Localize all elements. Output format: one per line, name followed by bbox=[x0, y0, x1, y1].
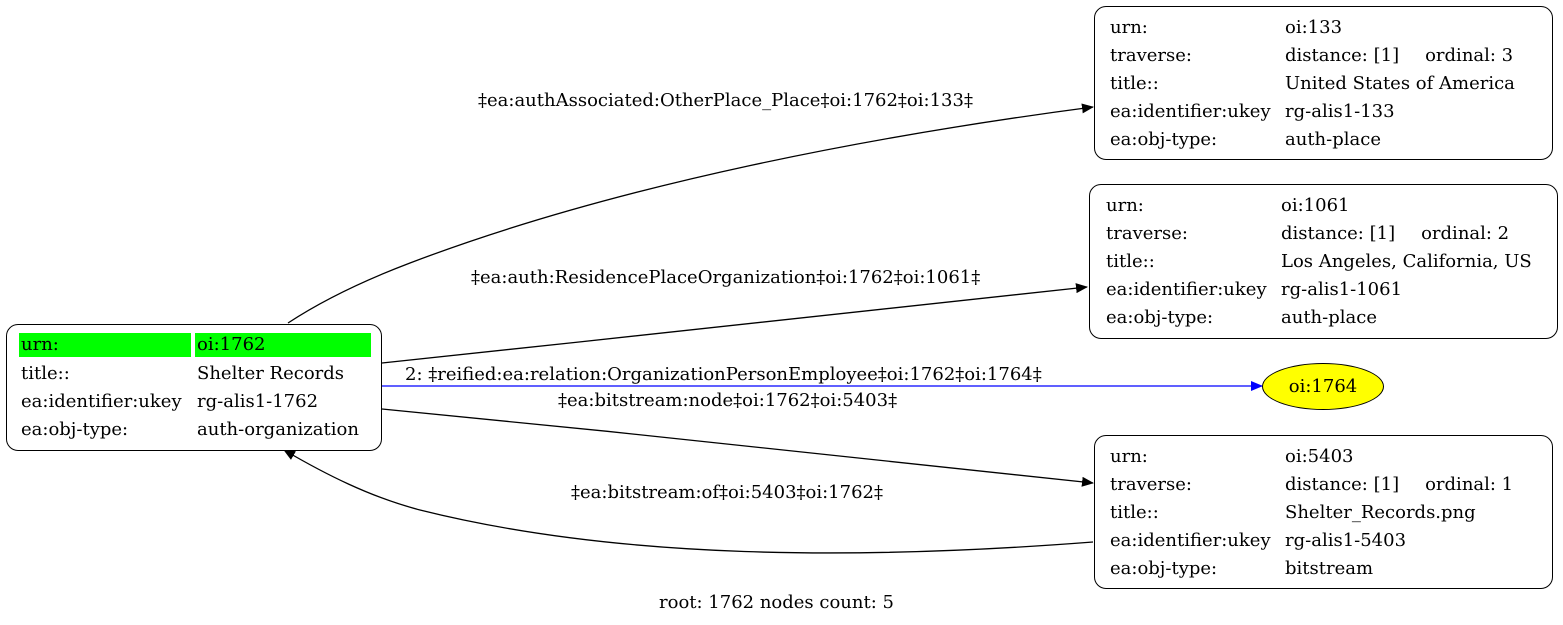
edge-label-oi-1061: ‡ea:auth:ResidencePlaceOrganization‡oi:1… bbox=[471, 267, 981, 288]
node-row-title: title:: Los Angeles, California, US bbox=[1106, 247, 1541, 275]
field-value: auth-place bbox=[1285, 128, 1381, 150]
field-value: Los Angeles, California, US bbox=[1281, 250, 1532, 272]
traverse-distance: distance: [1] bbox=[1285, 44, 1400, 66]
node-row-objtype: ea:obj-type: auth-place bbox=[1106, 303, 1541, 331]
node-row-urn: urn: oi:1061 bbox=[1106, 191, 1541, 219]
edge-from-oi-5403 bbox=[283, 449, 1094, 554]
node-row-ukey: ea:identifier:ukey rg-alis1-1061 bbox=[1106, 275, 1541, 303]
node-oi-1764[interactable]: oi:1764 bbox=[1262, 363, 1384, 410]
field-key: title:: bbox=[1110, 501, 1159, 523]
node-row-ukey: ea:identifier:ukey rg-alis1-5403 bbox=[1110, 526, 1537, 554]
field-value: Shelter_Records.png bbox=[1285, 501, 1476, 523]
node-row-urn: urn: oi:133 bbox=[1110, 13, 1537, 41]
field-key: urn: bbox=[1106, 194, 1144, 216]
field-key: ea:identifier:ukey bbox=[21, 390, 182, 412]
field-value: bitstream bbox=[1285, 557, 1374, 579]
field-value: United States of America bbox=[1285, 72, 1515, 94]
field-value: oi:133 bbox=[1285, 16, 1343, 38]
edge-label-oi-5403-back: ‡ea:bitstream:of‡oi:5403‡oi:1762‡ bbox=[571, 482, 883, 503]
field-key: traverse: bbox=[1106, 222, 1188, 244]
field-value: rg-alis1-1762 bbox=[197, 390, 319, 412]
traverse-ordinal: ordinal: 1 bbox=[1425, 473, 1514, 495]
edge-label-oi-1764: 2: ‡reified:ea:relation:OrganizationPers… bbox=[405, 364, 1042, 385]
node-row-title: title:: Shelter Records bbox=[19, 359, 369, 387]
field-key: urn: bbox=[1110, 445, 1148, 467]
node-row-traverse: traverse: distance: [1] ordinal: 3 bbox=[1110, 41, 1537, 69]
graph-footer: root: 1762 nodes count: 5 bbox=[659, 592, 894, 613]
node-row-ukey: ea:identifier:ukey rg-alis1-133 bbox=[1110, 97, 1537, 125]
field-key: traverse: bbox=[1110, 473, 1192, 495]
field-key: title:: bbox=[21, 362, 70, 384]
node-row-objtype: ea:obj-type: auth-place bbox=[1110, 125, 1537, 153]
node-oi-5403[interactable]: urn: oi:5403 traverse: distance: [1] ord… bbox=[1094, 435, 1553, 589]
field-key: traverse: bbox=[1110, 44, 1192, 66]
traverse-ordinal: ordinal: 3 bbox=[1425, 44, 1514, 66]
node-row-urn: urn: oi:5403 bbox=[1110, 442, 1537, 470]
node-row-ukey: ea:identifier:ukey rg-alis1-1762 bbox=[19, 387, 369, 415]
field-value: auth-place bbox=[1281, 306, 1377, 328]
field-value: oi:1061 bbox=[1281, 194, 1350, 216]
field-key: title:: bbox=[1106, 250, 1155, 272]
field-key: ea:identifier:ukey bbox=[1110, 100, 1271, 122]
field-key: urn: bbox=[1110, 16, 1148, 38]
field-key: ea:obj-type: bbox=[1110, 557, 1218, 579]
field-key: ea:obj-type: bbox=[1110, 128, 1218, 150]
field-value: auth-organization bbox=[197, 418, 359, 440]
field-value: rg-alis1-1061 bbox=[1281, 278, 1403, 300]
node-row-objtype: ea:obj-type: bitstream bbox=[1110, 554, 1537, 582]
node-row-traverse: traverse: distance: [1] ordinal: 2 bbox=[1106, 219, 1541, 247]
node-oi-1061[interactable]: urn: oi:1061 traverse: distance: [1] ord… bbox=[1089, 184, 1558, 339]
node-row-objtype: ea:obj-type: auth-organization bbox=[19, 415, 369, 443]
traverse-distance: distance: [1] bbox=[1285, 473, 1400, 495]
field-key: ea:identifier:ukey bbox=[1106, 278, 1267, 300]
edge-label-oi-133: ‡ea:authAssociated:OtherPlace_Place‡oi:1… bbox=[478, 90, 973, 111]
edge-to-oi-1061 bbox=[381, 283, 1088, 364]
field-key: ea:obj-type: bbox=[21, 418, 129, 440]
field-key: urn: bbox=[19, 333, 191, 357]
edge-to-oi-5403 bbox=[381, 408, 1094, 487]
node-row-title: title:: Shelter_Records.png bbox=[1110, 498, 1537, 526]
traverse-distance: distance: [1] bbox=[1281, 222, 1396, 244]
node-oi-133[interactable]: urn: oi:133 traverse: distance: [1] ordi… bbox=[1094, 6, 1553, 160]
field-value: rg-alis1-5403 bbox=[1285, 529, 1407, 551]
edge-label-oi-5403: ‡ea:bitstream:node‡oi:1762‡oi:5403‡ bbox=[558, 390, 898, 411]
node-row-traverse: traverse: distance: [1] ordinal: 1 bbox=[1110, 470, 1537, 498]
node-label: oi:1764 bbox=[1288, 376, 1358, 397]
node-row-title: title:: United States of America bbox=[1110, 69, 1537, 97]
field-key: ea:obj-type: bbox=[1106, 306, 1214, 328]
field-value: oi:5403 bbox=[1285, 445, 1354, 467]
traverse-ordinal: ordinal: 2 bbox=[1421, 222, 1510, 244]
field-key: ea:identifier:ukey bbox=[1110, 529, 1271, 551]
field-value: oi:1762 bbox=[195, 333, 371, 357]
node-root[interactable]: urn: oi:1762 title:: Shelter Records ea:… bbox=[6, 324, 382, 451]
field-value: Shelter Records bbox=[197, 362, 345, 384]
node-row-urn: urn: oi:1762 bbox=[19, 331, 371, 359]
field-key: title:: bbox=[1110, 72, 1159, 94]
edge-to-oi-133 bbox=[287, 103, 1094, 324]
field-value: rg-alis1-133 bbox=[1285, 100, 1395, 122]
